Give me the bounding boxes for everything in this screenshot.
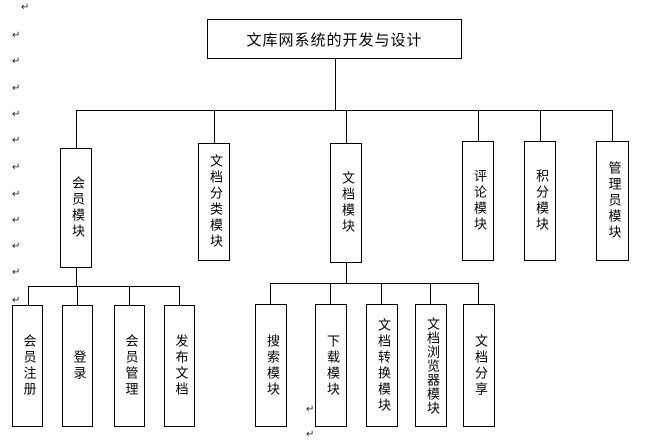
paragraph-mark: ↵ bbox=[12, 189, 21, 200]
submodule-search: 搜索模块 bbox=[255, 304, 287, 427]
connector bbox=[76, 110, 613, 111]
paragraph-mark: ↵ bbox=[12, 135, 21, 146]
submodule-login: 登录 bbox=[62, 305, 93, 427]
connector bbox=[270, 283, 271, 304]
connector bbox=[430, 283, 431, 304]
module-admin: 管理员模块 bbox=[596, 141, 629, 261]
module-label: 管理员模块 bbox=[605, 161, 621, 241]
submodule-member-manage: 会员管理 bbox=[114, 305, 145, 427]
paragraph-mark: ↵ bbox=[12, 109, 21, 120]
connector bbox=[28, 286, 180, 287]
paragraph-mark: ↵ bbox=[12, 215, 21, 226]
submodule-register: 会员注册 bbox=[12, 305, 43, 427]
submodule-publish-doc: 发布文档 bbox=[164, 305, 195, 427]
connector bbox=[335, 59, 336, 110]
submodule-label: 会员注册 bbox=[20, 334, 36, 398]
connector bbox=[346, 263, 347, 283]
submodule-share: 文档分享 bbox=[463, 304, 495, 427]
connector bbox=[540, 110, 541, 141]
module-points: 积分模块 bbox=[524, 141, 556, 261]
paragraph-mark: ↵ bbox=[12, 241, 21, 252]
submodule-convert: 文档转换模块 bbox=[366, 304, 398, 427]
module-label: 积分模块 bbox=[533, 169, 548, 233]
paragraph-mark: ↵ bbox=[306, 404, 315, 415]
connector bbox=[478, 283, 479, 304]
submodule-label: 搜索模块 bbox=[264, 333, 279, 398]
connector bbox=[76, 268, 77, 286]
submodule-label: 发布文档 bbox=[172, 334, 188, 398]
module-doc-category: 文档分类模块 bbox=[198, 143, 230, 261]
connector bbox=[214, 110, 215, 143]
connector bbox=[77, 286, 78, 305]
submodule-label: 文档转换模块 bbox=[375, 317, 390, 414]
module-document: 文档模块 bbox=[330, 143, 362, 263]
paragraph-mark: ↵ bbox=[12, 30, 21, 41]
connector bbox=[346, 110, 347, 143]
module-member: 会员模块 bbox=[60, 148, 92, 268]
connector bbox=[179, 286, 180, 305]
paragraph-mark: ↵ bbox=[306, 429, 315, 440]
connector bbox=[612, 110, 613, 141]
connector bbox=[381, 283, 382, 304]
paragraph-mark: ↵ bbox=[12, 83, 21, 94]
submodule-label: 下载模块 bbox=[324, 333, 339, 398]
paragraph-mark: ↵ bbox=[12, 162, 21, 173]
connector bbox=[478, 110, 479, 141]
connector bbox=[76, 110, 77, 148]
paragraph-mark: ↵ bbox=[12, 295, 21, 306]
title-box: 文库网系统的开发与设计 bbox=[207, 19, 462, 59]
module-label: 评论模块 bbox=[471, 169, 486, 233]
connector bbox=[28, 286, 29, 305]
submodule-label: 会员管理 bbox=[122, 334, 138, 398]
connector bbox=[330, 283, 331, 304]
paragraph-mark: ↵ bbox=[12, 267, 21, 278]
module-label: 会员模块 bbox=[69, 176, 84, 240]
submodule-download: 下载模块 bbox=[315, 304, 347, 427]
connector bbox=[270, 283, 478, 284]
submodule-label: 登录 bbox=[70, 350, 86, 382]
module-label: 文档分类模块 bbox=[207, 154, 222, 250]
submodule-label: 文档浏览器模块 bbox=[424, 316, 439, 415]
submodule-browser: 文档浏览器模块 bbox=[415, 304, 447, 427]
submodule-label: 文档分享 bbox=[472, 333, 487, 398]
connector bbox=[129, 286, 130, 305]
paragraph-mark: ↵ bbox=[21, 2, 30, 13]
paragraph-mark: ↵ bbox=[12, 56, 21, 67]
module-comment: 评论模块 bbox=[462, 141, 494, 261]
diagram-title: 文库网系统的开发与设计 bbox=[246, 30, 423, 49]
module-label: 文档模块 bbox=[339, 171, 354, 235]
